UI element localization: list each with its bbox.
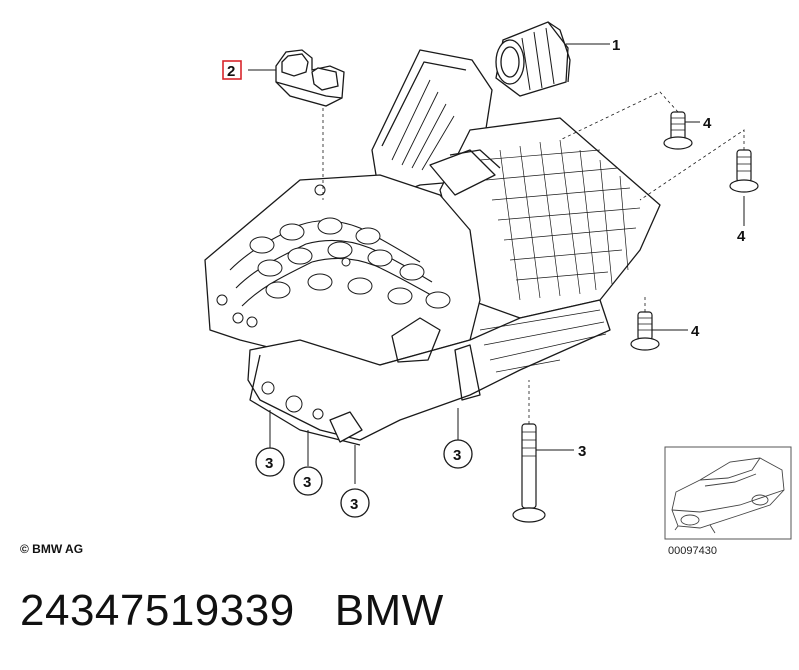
callout-3b: 3 [303,474,311,491]
circled-callouts [255,439,473,518]
part-number-caption: 24347519339 BMW [20,586,444,636]
bolt-4c [630,311,660,351]
callout-3a: 3 [265,455,273,472]
callout-3d: 3 [453,447,461,464]
callout-2: 2 [227,63,235,80]
copyright-text: © BMW AG [20,542,83,556]
part-number: 24347519339 [20,586,295,635]
callout-3e: 3 [578,443,586,460]
callout-2-highlight-box [222,60,242,80]
thumbnail-code: 00097430 [668,545,717,557]
callout-1: 1 [612,37,620,54]
car-icon [671,457,785,534]
bolt-4a [663,111,693,150]
callout-4c: 4 [691,323,700,340]
part-2-bracket [275,49,345,107]
valve-body-assembly [204,49,661,446]
part-1-sleeve [495,21,571,97]
callout-3c: 3 [350,496,358,513]
vehicle-thumbnail [664,446,792,540]
brand-name: BMW [334,586,444,635]
callout-4b: 4 [737,228,746,245]
bolt-4b [729,149,759,193]
leader-lines [248,43,745,484]
callout-4a: 4 [703,115,712,132]
long-bolt-3 [512,423,546,523]
